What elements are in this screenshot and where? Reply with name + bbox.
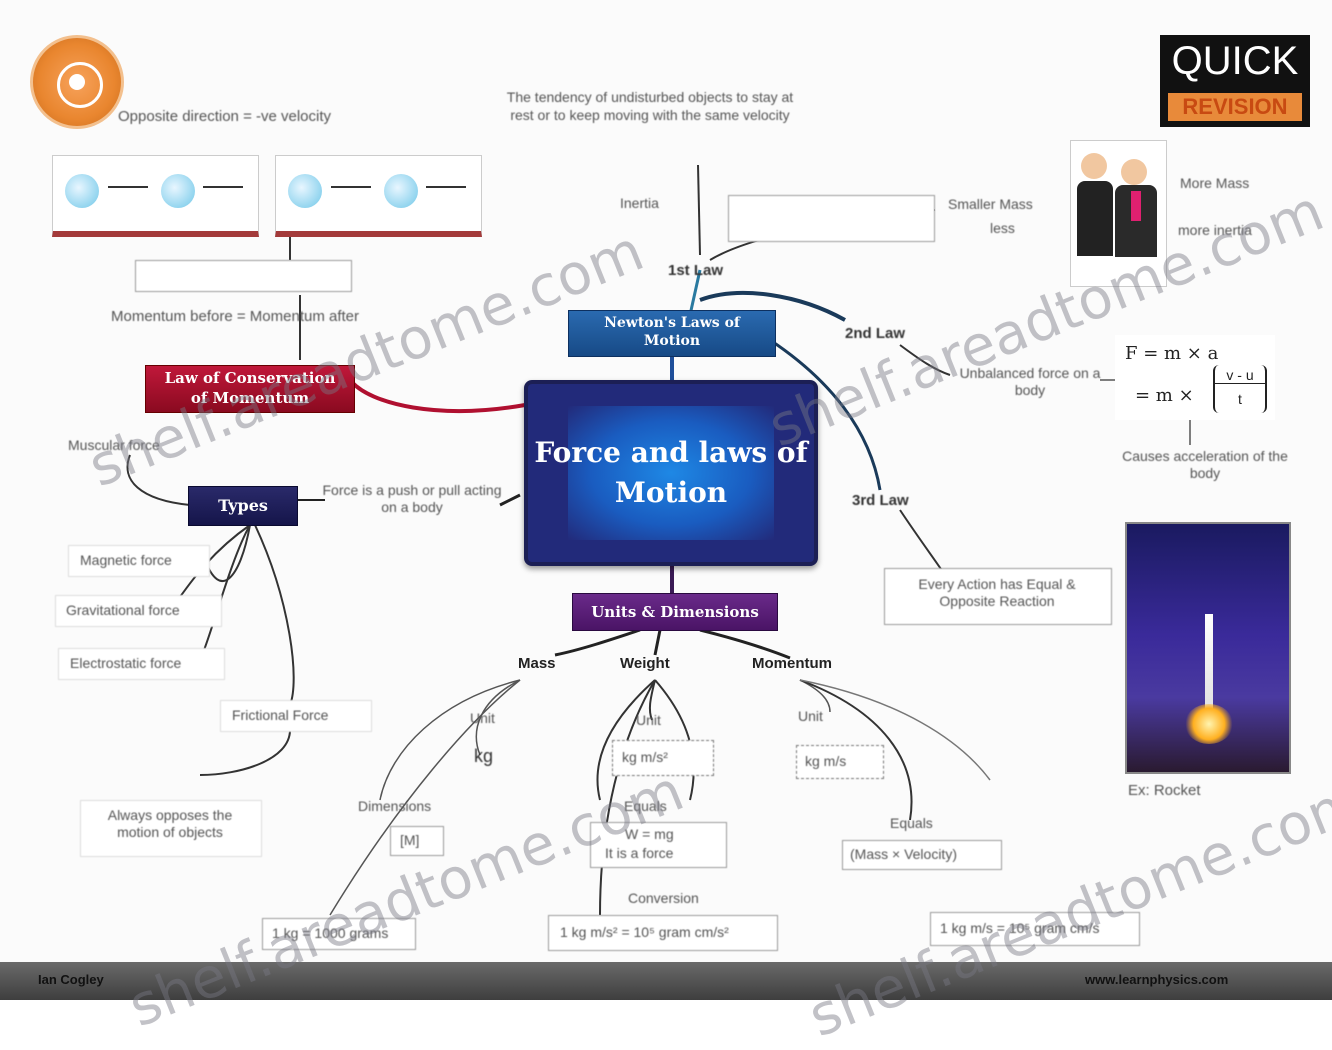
first-law-label: 1st Law [668, 262, 724, 279]
quick-revision-badge: QUICK REVISION [1160, 35, 1310, 127]
causes-acceleration-label: Causes acceleration of the body [1122, 448, 1288, 481]
footer-website: www.learnphysics.com [1085, 972, 1229, 987]
people-illustration [1070, 140, 1167, 287]
rocket-label: Ex: Rocket [1128, 782, 1201, 799]
electrostatic-force-box [58, 648, 225, 680]
opposite-direction-label: Opposite direction = -ve velocity [118, 108, 332, 125]
center-title-line2: Motion [614, 476, 728, 509]
mass-dimensions-label: Dimensions [358, 798, 432, 814]
conversion-mass-value: 1 kg = 1000 grams [272, 925, 389, 941]
quick-label: QUICK [1171, 39, 1299, 83]
momentum-formula-box [842, 840, 1002, 870]
weight-formula-box [590, 822, 727, 868]
inertia-label: Inertia [620, 195, 659, 211]
momentum-label: Momentum [752, 655, 832, 672]
momentum-equation-box [135, 260, 352, 292]
conversion-mass-box [262, 918, 416, 950]
gravitational-force-box [55, 595, 222, 627]
momentum-unit-label: Unit [798, 708, 823, 724]
action-reaction-label: Every Action has Equal & Opposite Reacti… [918, 576, 1076, 609]
types-node: Types [188, 486, 298, 526]
frictional-force-label: Frictional Force [232, 707, 329, 723]
mass-label: Mass [518, 655, 556, 672]
fraction-top: v - u [1215, 367, 1265, 384]
conversion-weight-value: 1 kg m/s² = 10⁵ gram cm/s² [560, 924, 729, 940]
conversion-label: Conversion [628, 890, 699, 906]
momentum-unit-box [796, 745, 884, 779]
newtons-laws-label: Newton's Laws of Motion [604, 315, 740, 349]
newtons-laws-node: Newton's Laws of Motion [568, 310, 776, 357]
weight-unit-box [612, 740, 714, 776]
inertia-definition: The tendency of undisturbed objects to s… [506, 89, 794, 123]
smaller-mass-label: Smaller Mass [948, 196, 1033, 212]
momentum-unit-value: kg m/s [805, 753, 847, 769]
conversion-weight-box [548, 915, 778, 951]
force-definition: Force is a push or pull acting on a body [322, 482, 502, 515]
center-node: Force and laws of Motion [524, 380, 818, 566]
weight-equals-label: Equals [624, 798, 667, 814]
logo-badge [30, 35, 124, 129]
fraction-bottom: t [1238, 391, 1242, 407]
friction-note-box [80, 800, 262, 857]
momentum-before-after-label: Momentum before = Momentum after [110, 308, 360, 325]
center-title-line1: Force and laws of [534, 436, 808, 469]
friction-note-label: Always opposes the motion of objects [107, 807, 233, 840]
more-inertia-label: more inertia [1178, 222, 1252, 238]
conversion-momentum-value: 1 kg m/s = 10⁵ gram cm/s [940, 920, 1100, 936]
revision-label: REVISION [1168, 93, 1302, 121]
weight-unit-label: Unit [636, 712, 661, 728]
unbalanced-force-label: Unbalanced force on a body [959, 365, 1101, 398]
gravitational-force-label: Gravitational force [66, 602, 180, 618]
less-label: less [990, 220, 1015, 236]
footer-author: Ian Cogley [38, 972, 104, 987]
weight-unit-value: kg m/s² [622, 749, 668, 765]
frictional-force-box [220, 700, 372, 732]
weight-formula-line2: It is a force [605, 845, 674, 861]
more-mass-label: More Mass [1180, 175, 1250, 191]
footer-bar: Ian Cogley www.learnphysics.com [0, 962, 1332, 1000]
mind-map-page: QUICK REVISION Opposite direction = -ve … [0, 35, 1332, 1050]
law-of-conservation-node: Law of Conservation of Momentum [145, 365, 355, 413]
mass-kg-label: kg [474, 746, 494, 766]
action-reaction-box [884, 568, 1112, 625]
f-m-label: = m × [1135, 385, 1194, 406]
magnetic-force-label: Magnetic force [80, 552, 172, 568]
mass-dimension-box [390, 826, 444, 856]
f-ma-label: F = m × a [1125, 343, 1219, 364]
force-formula: F = m × a = m × v - u t [1115, 335, 1275, 420]
conversion-momentum-box [930, 912, 1140, 946]
collision-diagram-after [275, 155, 482, 237]
units-dimensions-node: Units & Dimensions [572, 593, 778, 631]
third-law-label: 3rd Law [852, 492, 909, 509]
momentum-formula-value: (Mass × Velocity) [850, 846, 957, 862]
types-label: Types [218, 496, 268, 515]
momentum-equals-label: Equals [890, 815, 933, 831]
mass-dimension-value: [M] [400, 832, 420, 848]
weight-label: Weight [620, 655, 670, 672]
electrostatic-force-label: Electrostatic force [70, 655, 182, 671]
fraction-bracket: v - u t [1213, 365, 1267, 413]
rocket-image [1125, 522, 1291, 774]
magnetic-force-box [68, 545, 210, 577]
second-law-label: 2nd Law [845, 325, 906, 342]
mass-unit-label: Unit [470, 710, 495, 726]
units-dimensions-label: Units & Dimensions [591, 603, 759, 621]
mass-comparison-box [728, 195, 935, 242]
weight-formula-line1: W = mg [625, 826, 674, 842]
muscular-force-label: Muscular force [68, 437, 160, 453]
conservation-label: Law of Conservation of Momentum [164, 369, 336, 407]
collision-diagram-before [52, 155, 259, 237]
